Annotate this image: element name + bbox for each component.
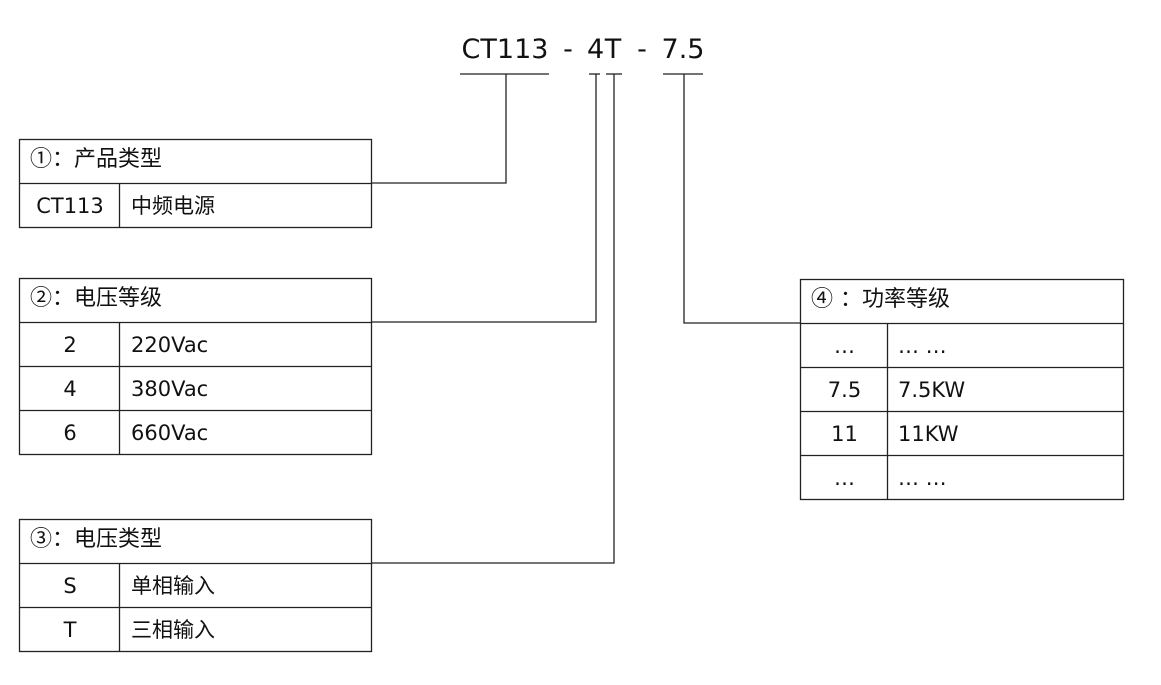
table-cell-desc: … … [898,466,947,490]
code-power-level: 7.5 [661,34,705,65]
table-cell-code: CT113 [36,194,104,218]
table-cell-code: 11 [831,422,858,446]
code-separator: - [563,34,573,65]
table-cell-desc: 三相输入 [131,618,215,642]
table-cell-desc: 7.5KW [898,378,966,402]
code-voltage-level: 4 [587,34,605,65]
table-title: ③：电压类型 [30,527,163,552]
table-cell-code: 2 [63,333,77,357]
code-product-type: CT113 [461,34,549,65]
table-cell-desc: 380Vac [131,377,209,401]
table-cell-code: 6 [63,421,77,445]
table-cell-code: T [63,618,77,642]
table-cell-code: 4 [63,377,77,401]
table-cell-desc: 11KW [898,422,959,446]
table-cell-desc: 220Vac [131,333,209,357]
table-title: ②：电压等级 [30,286,163,311]
table-cell-desc: 660Vac [131,421,209,445]
table-cell-code: … [834,466,855,490]
code-separator: - [637,34,647,65]
table-cell-desc: 中频电源 [131,194,215,218]
table-cell-code: … [834,334,855,358]
table-cell-code: S [63,574,77,598]
table-cell-desc: … … [898,334,947,358]
table-cell-desc: 单相输入 [131,574,215,598]
table-cell-code: 7.5 [827,378,862,402]
table-title: ④ ：功率等级 [811,287,950,312]
code-voltage-type: T [604,34,622,65]
table-title: ①：产品类型 [30,147,163,172]
